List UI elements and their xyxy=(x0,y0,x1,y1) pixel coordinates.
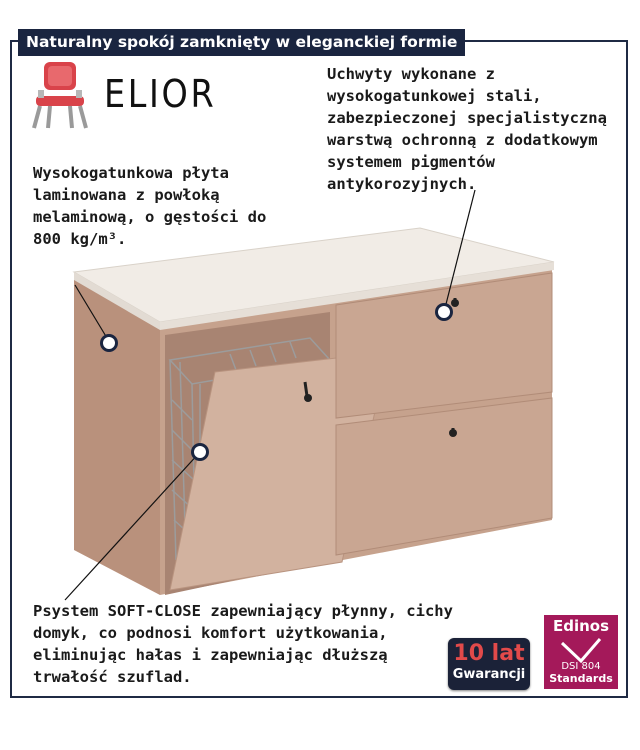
marble-edge-front xyxy=(160,262,554,330)
warranty-badge: 10 lat Gwarancji xyxy=(448,638,530,690)
door-knob-icon xyxy=(304,394,312,402)
page-title: Naturalny spokój zamknięty w eleganckiej… xyxy=(18,29,466,56)
cabinet-side xyxy=(74,278,160,595)
callout-marker-board xyxy=(100,334,118,352)
note-softclose-prefix: Psystem xyxy=(33,602,108,620)
edinos-badge: Edinos DSI 804 Standards xyxy=(544,615,618,689)
warranty-label: Gwarancji xyxy=(452,667,526,682)
note-board: Wysokogatunkowa płyta laminowana z powło… xyxy=(33,164,267,248)
edinos-subtitle: Standards xyxy=(549,672,613,685)
brand-name: ELIOR xyxy=(104,72,217,116)
note-softclose-bold: SOFT-CLOSE xyxy=(107,602,201,620)
callout-line-softclose xyxy=(64,451,201,601)
bottom-drawer xyxy=(335,397,553,556)
callout-marker-handles xyxy=(435,303,453,321)
callout-line-board xyxy=(74,284,111,344)
note-softclose: Psystem SOFT-CLOSE zapewniający płynny, … xyxy=(33,600,453,688)
callout-marker-softclose xyxy=(191,443,209,461)
warranty-years: 10 lat xyxy=(453,641,525,666)
checkmark-icon xyxy=(560,638,602,663)
edinos-title: Edinos xyxy=(552,617,610,635)
callout-line-handles xyxy=(443,189,476,313)
top-drawer xyxy=(335,272,553,419)
tilt-out-door xyxy=(169,351,389,591)
edinos-code: DSI 804 xyxy=(561,661,601,672)
note-softclose-suffix: zapewniający płynny, cichy domyk, co pod… xyxy=(33,602,453,686)
marble-edge-left xyxy=(74,272,160,330)
brand-logo: ELIOR xyxy=(30,60,214,130)
chair-icon xyxy=(32,62,88,129)
note-handles: Uchwyty wykonane z wysokogatunkowej stal… xyxy=(327,65,607,193)
